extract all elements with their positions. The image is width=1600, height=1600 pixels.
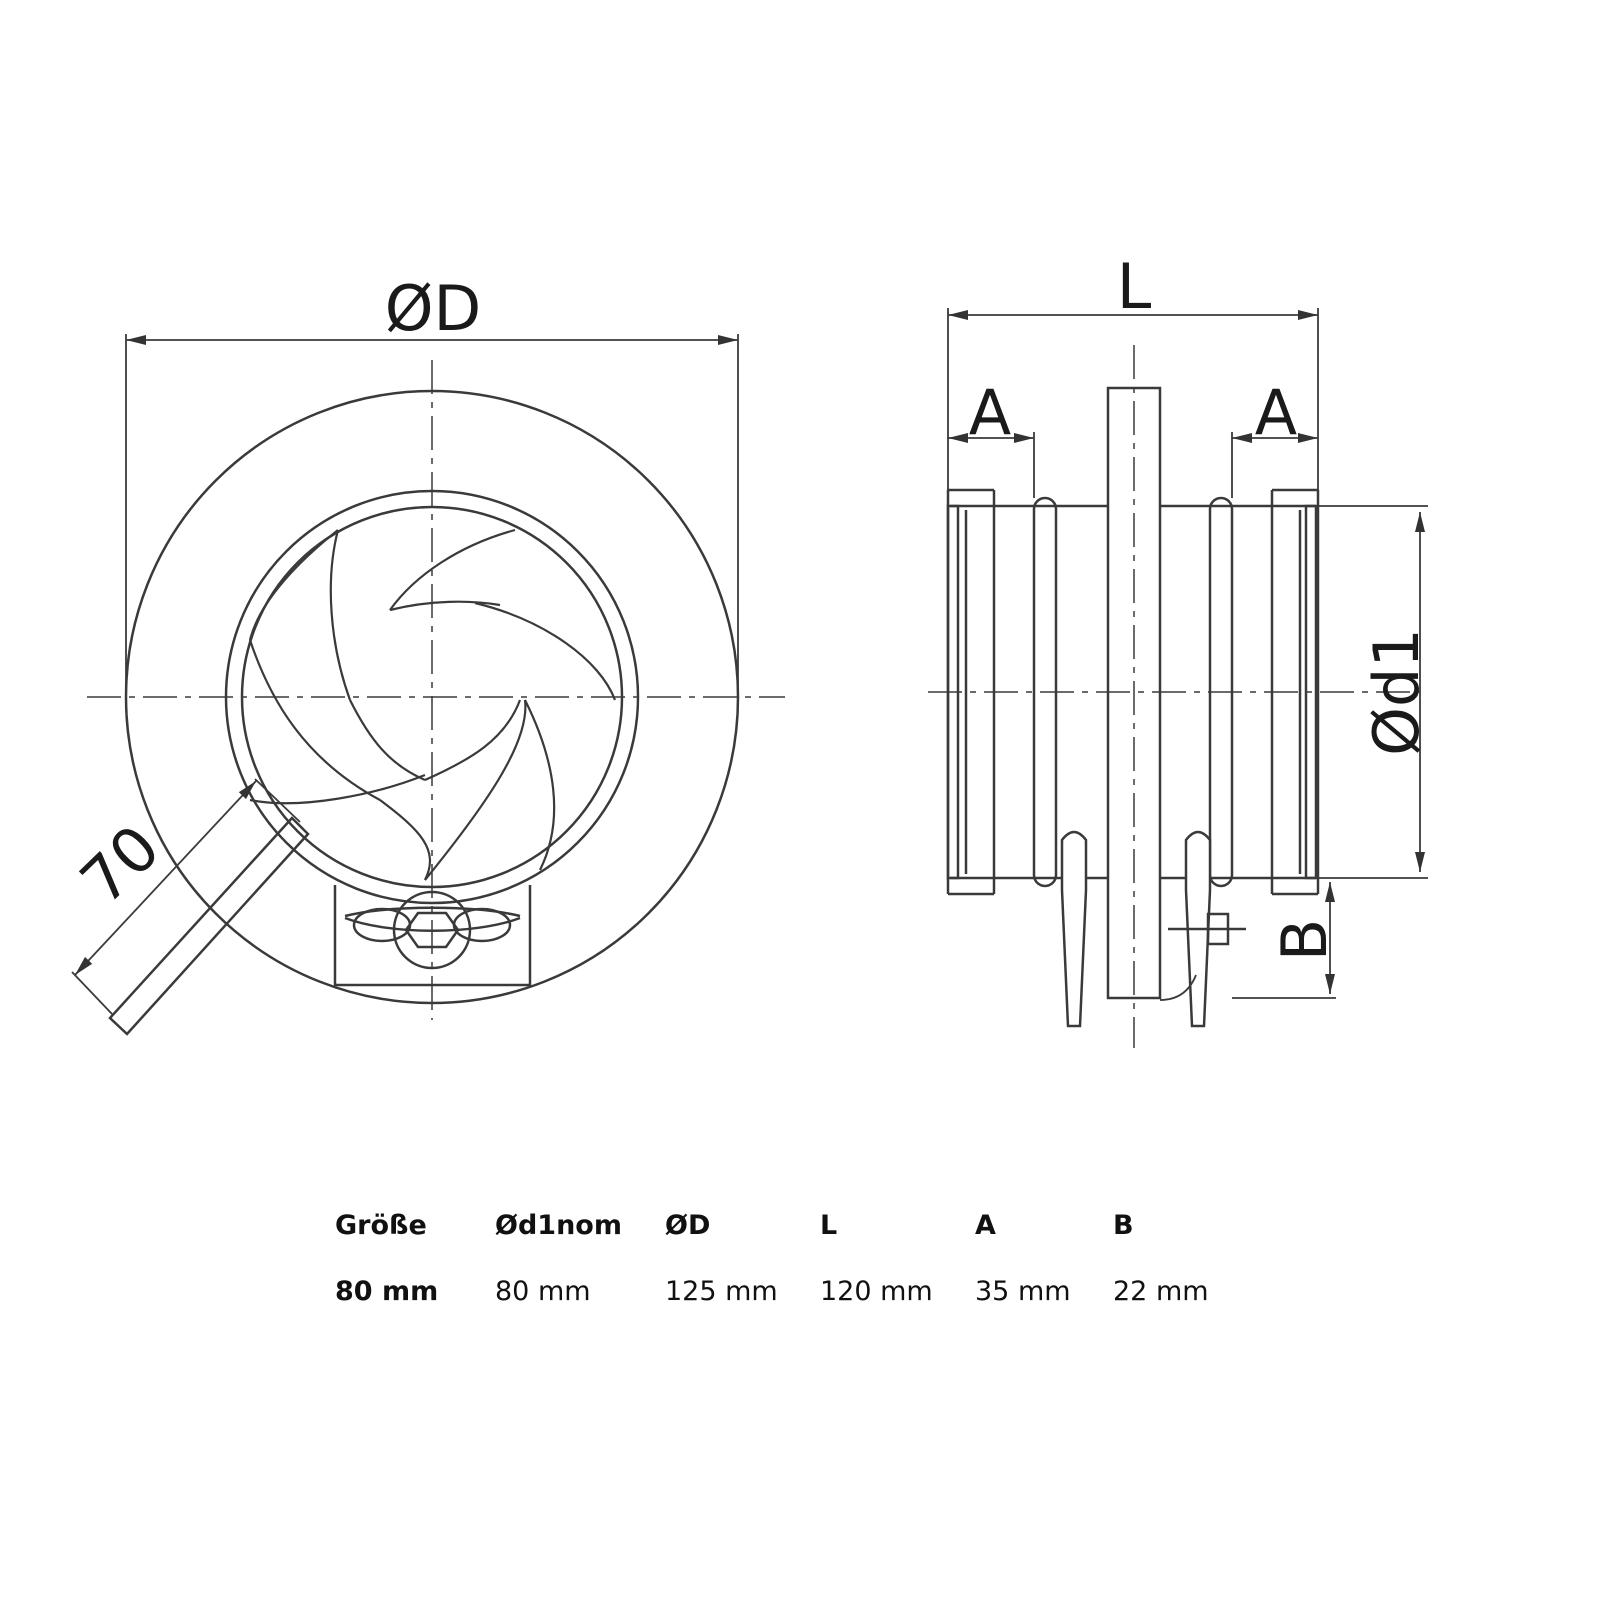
wing-nut-hex	[404, 911, 460, 949]
header-cell-b: B	[1113, 1209, 1134, 1241]
diameter-dimension	[125, 334, 739, 690]
iris-shutter	[248, 528, 617, 881]
header-cell-d: ØD	[665, 1209, 711, 1241]
left-lever	[1060, 830, 1088, 1028]
front-view	[71, 334, 785, 1036]
handle-length-label: 70	[66, 811, 173, 918]
d1-label: Ød1	[1360, 628, 1433, 756]
header-cell-l: L	[820, 1209, 838, 1241]
technical-drawing: ØD 70	[66, 250, 1433, 1048]
length-label: L	[1117, 250, 1152, 323]
table-row: 80 mm 80 mm 125 mm 120 mm 35 mm 22 mm	[335, 1258, 1233, 1324]
cell-a: 35 mm	[975, 1275, 1071, 1307]
side-view	[928, 308, 1428, 1048]
cell-d1nom: 80 mm	[495, 1275, 591, 1307]
handle-length-dimension	[71, 778, 301, 1015]
cell-b: 22 mm	[1113, 1275, 1209, 1307]
side-center-lines	[928, 345, 1420, 1048]
table-header-row: Größe Ød1nom ØD L A B	[335, 1192, 1233, 1258]
d1-dimension	[1318, 505, 1428, 879]
header-cell-a: A	[975, 1209, 996, 1241]
a-dimensions	[948, 432, 1318, 498]
a-left-label: A	[969, 376, 1011, 449]
b-dimension	[1232, 882, 1336, 999]
b-label: B	[1268, 919, 1341, 962]
specification-table: Größe Ød1nom ØD L A B 80 mm 80 mm 125 mm…	[335, 1192, 1233, 1324]
diameter-label: ØD	[385, 272, 482, 345]
center-lines	[87, 360, 785, 1020]
cell-l: 120 mm	[820, 1275, 933, 1307]
a-right-label: A	[1255, 376, 1297, 449]
wing-nut-left	[352, 907, 412, 943]
cell-size: 80 mm	[335, 1275, 439, 1307]
cell-d: 125 mm	[665, 1275, 778, 1307]
header-cell-d1nom: Ød1nom	[495, 1209, 622, 1241]
length-dimension	[947, 308, 1319, 490]
header-cell-size: Größe	[335, 1209, 427, 1241]
wing-nut-right	[452, 907, 512, 943]
